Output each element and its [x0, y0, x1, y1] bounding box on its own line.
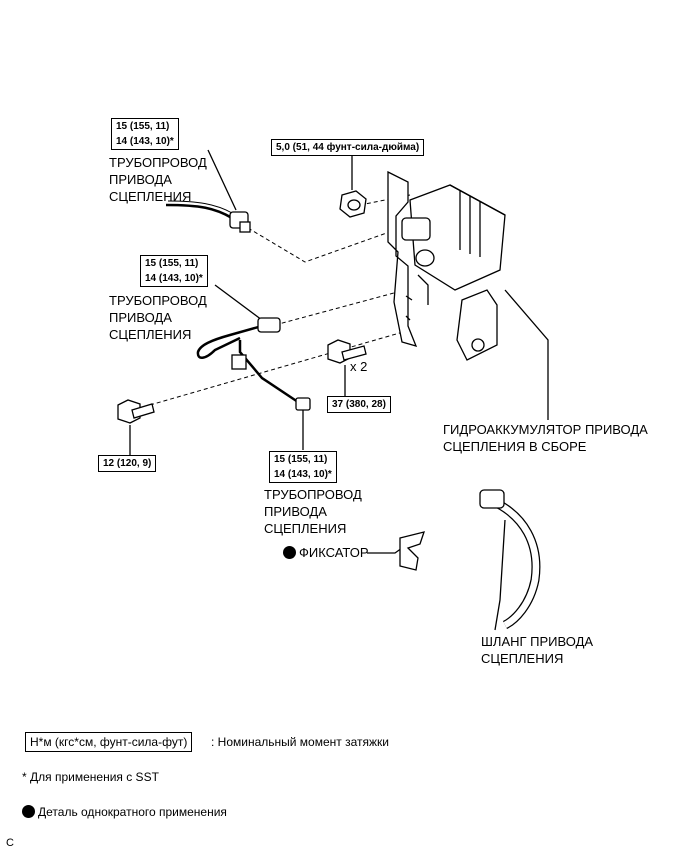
torque-box-bolt-mid: 37 (380, 28) — [327, 396, 391, 413]
legend-single-use: Деталь однократного применения — [22, 804, 227, 820]
torque-box-nut-top: 5,0 (51, 44 фунт-сила-дюйма) — [271, 139, 425, 156]
torque-value: 15 (155, 11) — [145, 258, 199, 269]
leader-pipe-mid — [214, 284, 263, 321]
legend-torque-box: Н*м (кгс*см, фунт-сила-фут) — [25, 732, 193, 752]
torque-value: 12 (120, 9) — [103, 458, 152, 469]
torque-value-sst: 14 (143, 10)* — [145, 273, 203, 284]
torque-value: 15 (155, 11) — [116, 121, 170, 132]
legend-torque-text: : Номинальный момент затяжки — [211, 735, 389, 749]
single-use-dot-icon — [283, 546, 296, 559]
torque-box-pipe-mid: 15 (155, 11) 14 (143, 10)* — [140, 255, 208, 287]
torque-box-pipe-bottom: 15 (155, 11) 14 (143, 10)* — [269, 451, 337, 483]
leader-accumulator — [504, 289, 549, 420]
torque-value-sst: 14 (143, 10)* — [274, 469, 332, 480]
single-use-dot-icon — [22, 805, 35, 818]
label-qty: x 2 — [350, 359, 368, 374]
torque-box-pipe-top: 15 (155, 11) 14 (143, 10)* — [111, 118, 179, 150]
leader-pipe-top — [207, 149, 237, 211]
torque-value-sst: 14 (143, 10)* — [116, 136, 174, 147]
torque-value: 5,0 (51, 44 фунт-сила-дюйма) — [276, 142, 420, 153]
label-clip: ФИКСАТОР — [283, 544, 369, 561]
leader-clip — [367, 547, 403, 554]
torque-box-bolt-left: 12 (120, 9) — [98, 455, 157, 472]
leader-hose — [494, 519, 506, 631]
legend-sst-note: * Для применения с SST — [22, 770, 159, 784]
torque-value: 15 (155, 11) — [274, 454, 328, 465]
corner-code: C — [6, 837, 14, 849]
torque-value: 37 (380, 28) — [332, 399, 386, 410]
